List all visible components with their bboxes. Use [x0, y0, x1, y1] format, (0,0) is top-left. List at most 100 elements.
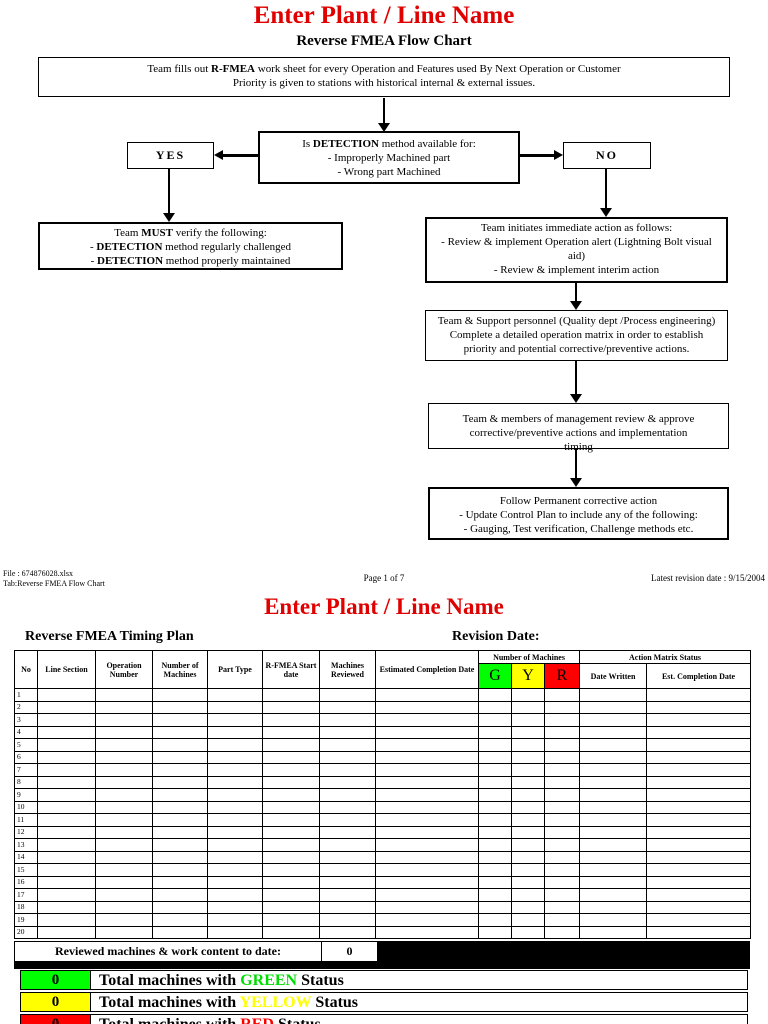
empty-cell — [375, 763, 479, 777]
flow-box-immediate-action: Team initiates immediate action as follo… — [425, 217, 728, 283]
empty-cell — [511, 900, 545, 914]
empty-cell — [207, 875, 263, 889]
arrow-down-icon — [600, 208, 612, 217]
table-row: 20 — [14, 925, 752, 939]
row-number: 10 — [14, 800, 38, 814]
empty-cell — [579, 913, 648, 927]
empty-cell — [646, 900, 752, 914]
empty-cell — [37, 700, 96, 714]
empty-cell — [319, 713, 376, 727]
row-number: 18 — [14, 900, 38, 914]
empty-cell — [37, 813, 96, 827]
row-number: 5 — [14, 738, 38, 752]
empty-cell — [262, 863, 320, 877]
empty-cell — [207, 800, 263, 814]
total-red-label: Total machines with RED Status — [91, 1015, 321, 1024]
empty-cell — [319, 725, 376, 739]
page1-title: Enter Plant / Line Name — [253, 2, 515, 29]
empty-cell — [543, 813, 581, 827]
arrow-right-icon — [554, 150, 563, 160]
table-row: 10 — [14, 800, 752, 814]
empty-cell — [375, 725, 479, 739]
empty-cell — [375, 713, 479, 727]
empty-cell — [579, 775, 648, 789]
empty-cell — [319, 688, 376, 702]
empty-cell — [511, 825, 545, 839]
arrow-line — [575, 361, 577, 395]
empty-cell — [262, 788, 320, 802]
empty-cell — [95, 688, 153, 702]
yes-box: YES — [127, 142, 214, 169]
empty-cell — [152, 913, 208, 927]
empty-cell — [207, 850, 263, 864]
arrow-line — [605, 169, 607, 209]
empty-cell — [95, 775, 153, 789]
empty-cell — [37, 713, 96, 727]
empty-cell — [262, 813, 320, 827]
empty-cell — [37, 863, 96, 877]
empty-cell — [207, 688, 263, 702]
flow-box-management-review: Team & members of management review & ap… — [428, 403, 729, 453]
empty-cell — [543, 688, 581, 702]
empty-cell — [579, 700, 648, 714]
empty-cell — [95, 750, 153, 764]
col-header-rfmea-start-date: R-FMEA Start date — [262, 650, 320, 689]
empty-cell — [646, 788, 752, 802]
empty-cell — [543, 900, 581, 914]
empty-cell — [646, 825, 752, 839]
empty-cell — [511, 925, 545, 939]
empty-cell — [37, 925, 96, 939]
empty-cell — [319, 800, 376, 814]
arrow-line — [222, 154, 258, 157]
row-number: 6 — [14, 750, 38, 764]
action-line2: - Review & implement Operation alert (Li… — [441, 236, 712, 262]
empty-cell — [375, 913, 479, 927]
empty-cell — [375, 925, 479, 939]
empty-cell — [95, 825, 153, 839]
empty-cell — [152, 900, 208, 914]
table-row: 11 — [14, 813, 752, 827]
empty-cell — [511, 750, 545, 764]
empty-cell — [478, 850, 512, 864]
empty-cell — [319, 775, 376, 789]
arrow-down-icon — [570, 478, 582, 487]
empty-cell — [646, 925, 752, 939]
empty-cell — [579, 925, 648, 939]
empty-cell — [511, 775, 545, 789]
empty-cell — [478, 888, 512, 902]
arrow-line — [168, 169, 170, 214]
empty-cell — [95, 838, 153, 852]
empty-cell — [207, 825, 263, 839]
empty-cell — [543, 788, 581, 802]
table-row: 14 — [14, 850, 752, 864]
table-row: 7 — [14, 763, 752, 777]
empty-cell — [646, 775, 752, 789]
empty-cell — [478, 813, 512, 827]
empty-cell — [579, 738, 648, 752]
empty-cell — [95, 800, 153, 814]
empty-cell — [543, 800, 581, 814]
empty-cell — [543, 825, 581, 839]
empty-cell — [646, 688, 752, 702]
empty-cell — [511, 713, 545, 727]
empty-cell — [95, 925, 153, 939]
table-row: 5 — [14, 738, 752, 752]
empty-cell — [207, 750, 263, 764]
black-separator-strip — [14, 961, 378, 969]
empty-cell — [375, 875, 479, 889]
table-row: 6 — [14, 750, 752, 764]
empty-cell — [579, 800, 648, 814]
empty-cell — [319, 825, 376, 839]
table-row: 9 — [14, 788, 752, 802]
row-number: 4 — [14, 725, 38, 739]
col-header-green: G — [478, 663, 512, 689]
no-box: NO — [563, 142, 651, 169]
empty-cell — [543, 875, 581, 889]
empty-cell — [375, 775, 479, 789]
empty-cell — [37, 775, 96, 789]
empty-cell — [579, 725, 648, 739]
decision-line2: - Improperly Machined part — [327, 152, 451, 164]
empty-cell — [478, 825, 512, 839]
empty-cell — [262, 888, 320, 902]
col-header-red: R — [543, 663, 581, 689]
